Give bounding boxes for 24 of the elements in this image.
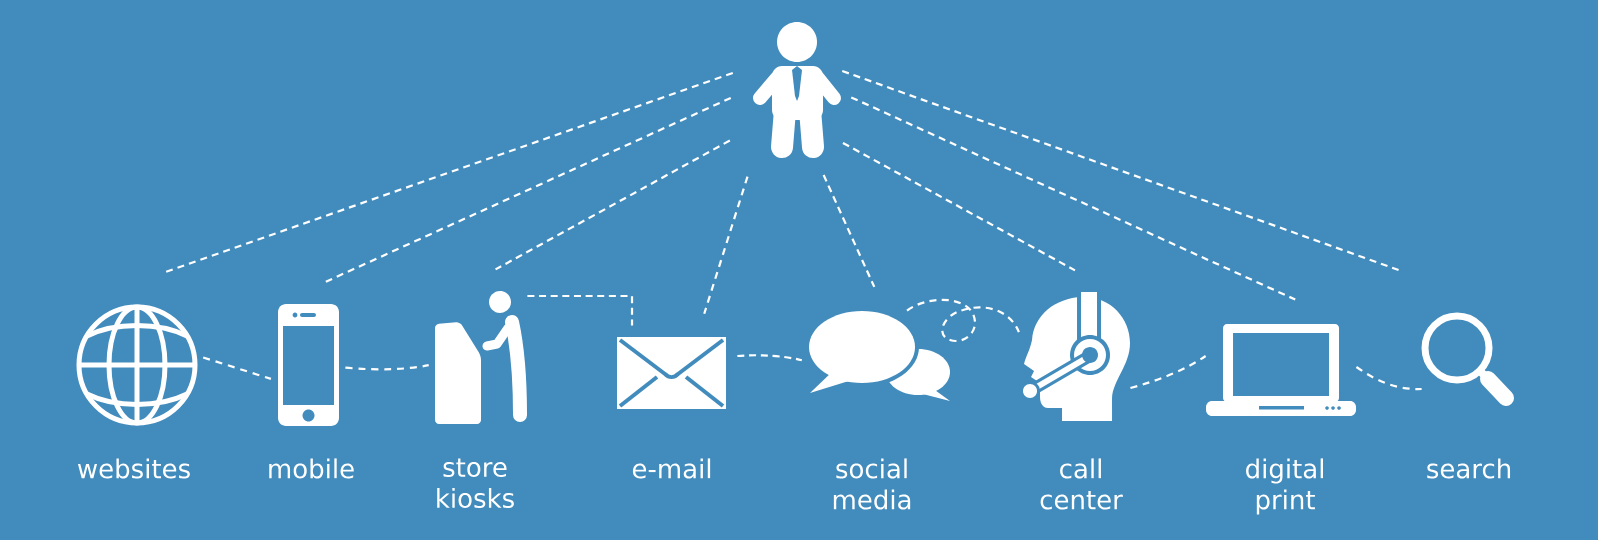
dashed-connector — [495, 139, 731, 271]
dashed-connector — [165, 71, 734, 273]
dashed-connector — [325, 96, 732, 283]
dashed-connector — [345, 364, 429, 371]
icon-label: mobile — [269, 458, 354, 479]
dashed-connector — [1355, 366, 1422, 391]
dashed-connector — [202, 356, 272, 380]
dashed-connector — [822, 174, 876, 288]
icon-label: call center — [1040, 458, 1123, 510]
dashed-connector — [527, 294, 634, 326]
icon-label: store kiosks — [437, 458, 514, 509]
icon-label: websites — [77, 458, 190, 479]
dashed-connector — [850, 96, 1296, 301]
dashed-connector — [1130, 355, 1207, 390]
dashed-connector — [906, 298, 1020, 342]
icon-label: digital print — [1246, 458, 1324, 515]
dashed-connector — [841, 69, 1399, 272]
dashed-connector — [842, 141, 1076, 272]
person-figure — [753, 22, 841, 158]
icon-label: social media — [833, 458, 911, 510]
dashed-connector — [703, 176, 749, 315]
icon-label: search — [1427, 458, 1511, 479]
dashed-connector — [737, 354, 803, 362]
icon-label: e-mail — [632, 458, 711, 479]
